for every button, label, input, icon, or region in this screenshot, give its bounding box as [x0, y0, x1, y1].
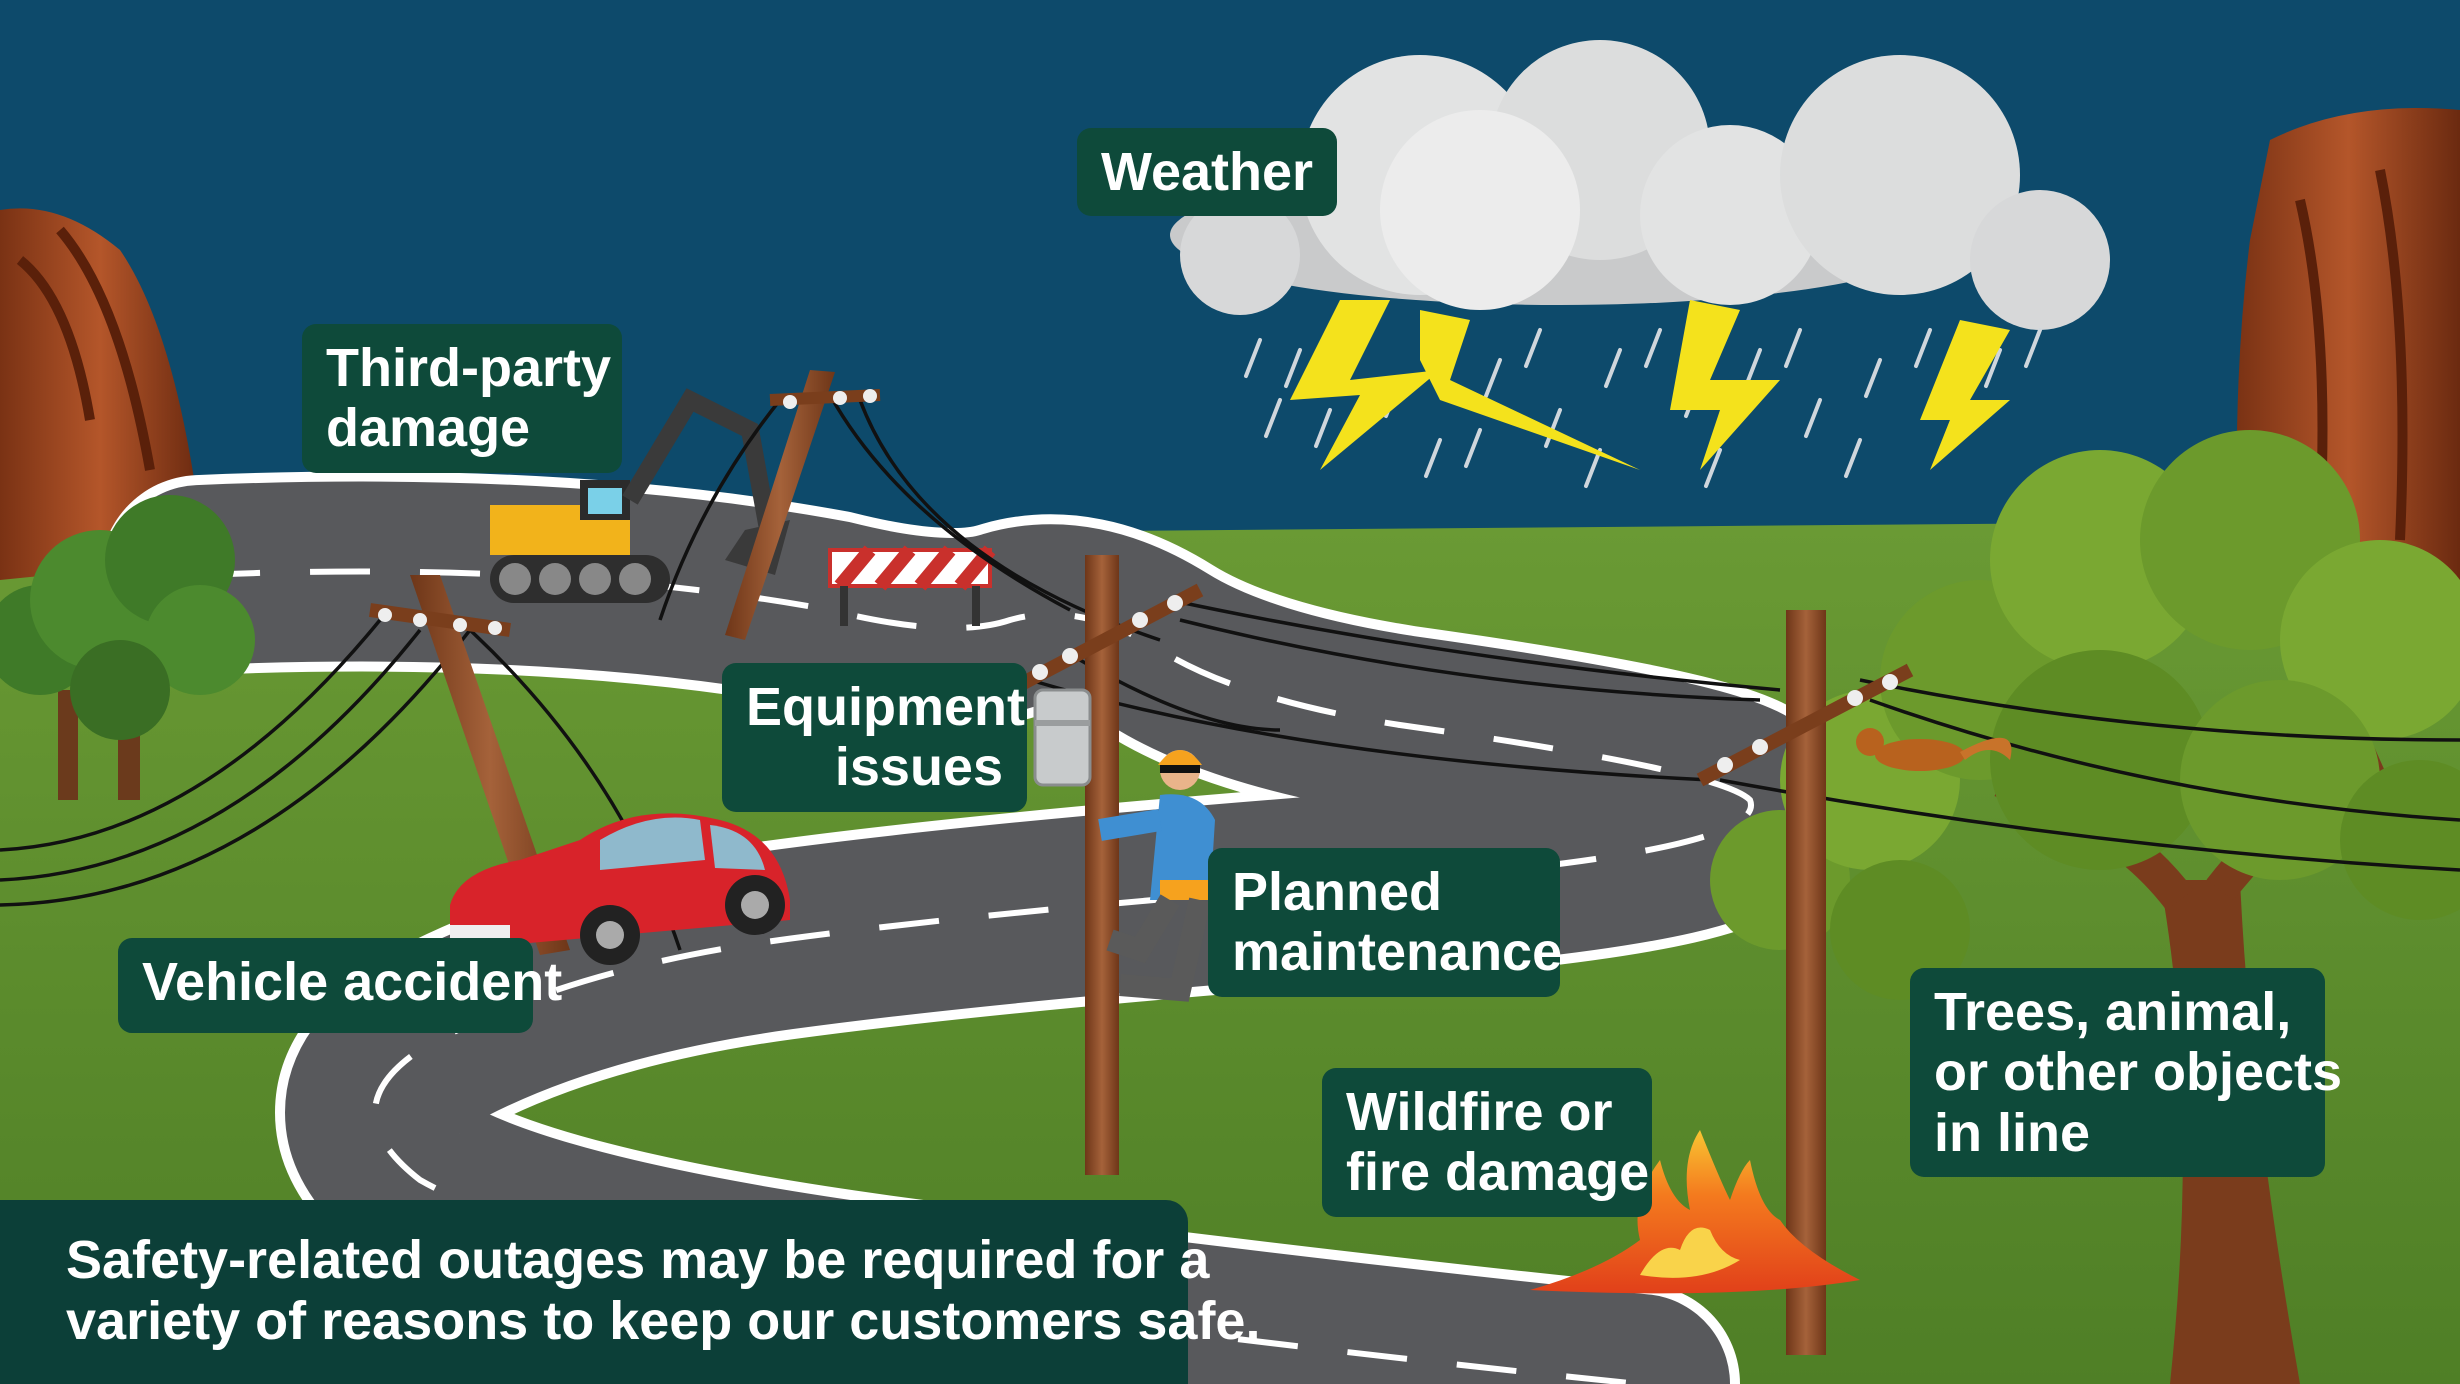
label-planned-maintenance: Planned maintenance	[1208, 848, 1563, 997]
line-worker-icon	[1098, 750, 1216, 1002]
label-planned-line-1: Planned	[1232, 862, 1443, 922]
label-equipment-line-2: issues	[834, 737, 1003, 798]
power-lines	[0, 394, 2460, 951]
barricade-icon	[828, 545, 996, 626]
label-third-party-line-2: damage	[326, 398, 531, 459]
label-weather-line: Weather	[1101, 142, 1314, 202]
label-planned-line-2: maintenance	[1232, 922, 1563, 983]
storm-cloud-icon	[1170, 40, 2110, 330]
car-icon	[450, 813, 790, 965]
label-weather: Weather	[1077, 128, 1338, 216]
label-vehicle-accident: Vehicle accident	[118, 938, 563, 1033]
label-equipment-line-1: Equipment	[746, 677, 1025, 737]
transformer-icon	[1033, 688, 1092, 787]
lightning-icon	[1290, 300, 2010, 470]
label-trees-animal-objects: Trees, animal, or other objects in line	[1910, 968, 2343, 1178]
label-trees-line-1: Trees, animal,	[1934, 982, 2292, 1042]
label-trees-line-2: or other objects	[1934, 1042, 2343, 1103]
excavator-icon	[490, 388, 790, 603]
label-third-party-line-1: Third-party	[326, 338, 612, 398]
label-wildfire: Wildfire or fire damage	[1322, 1068, 1652, 1217]
label-wildfire-line-1: Wildfire or	[1346, 1082, 1613, 1142]
utility-pole-icon	[1696, 610, 1914, 1355]
fire-icon	[1530, 1130, 1860, 1294]
label-third-party-damage: Third-party damage	[302, 324, 622, 473]
label-trees-line-3: in line	[1934, 1102, 2091, 1163]
footer-message: Safety-related outages may be required f…	[0, 1200, 1261, 1384]
tree-icon	[0, 495, 255, 800]
footer-line-2: variety of reasons to keep our customers…	[66, 1291, 1261, 1352]
label-equipment-issues: Equipment issues	[722, 663, 1027, 812]
utility-pole-icon	[725, 370, 881, 640]
label-wildfire-line-2: fire damage	[1346, 1142, 1650, 1203]
footer-line-1: Safety-related outages may be required f…	[66, 1230, 1210, 1290]
utility-pole-icon	[1006, 555, 1204, 1175]
label-vehicle-line: Vehicle accident	[142, 952, 563, 1012]
squirrel-icon	[1856, 728, 2012, 771]
